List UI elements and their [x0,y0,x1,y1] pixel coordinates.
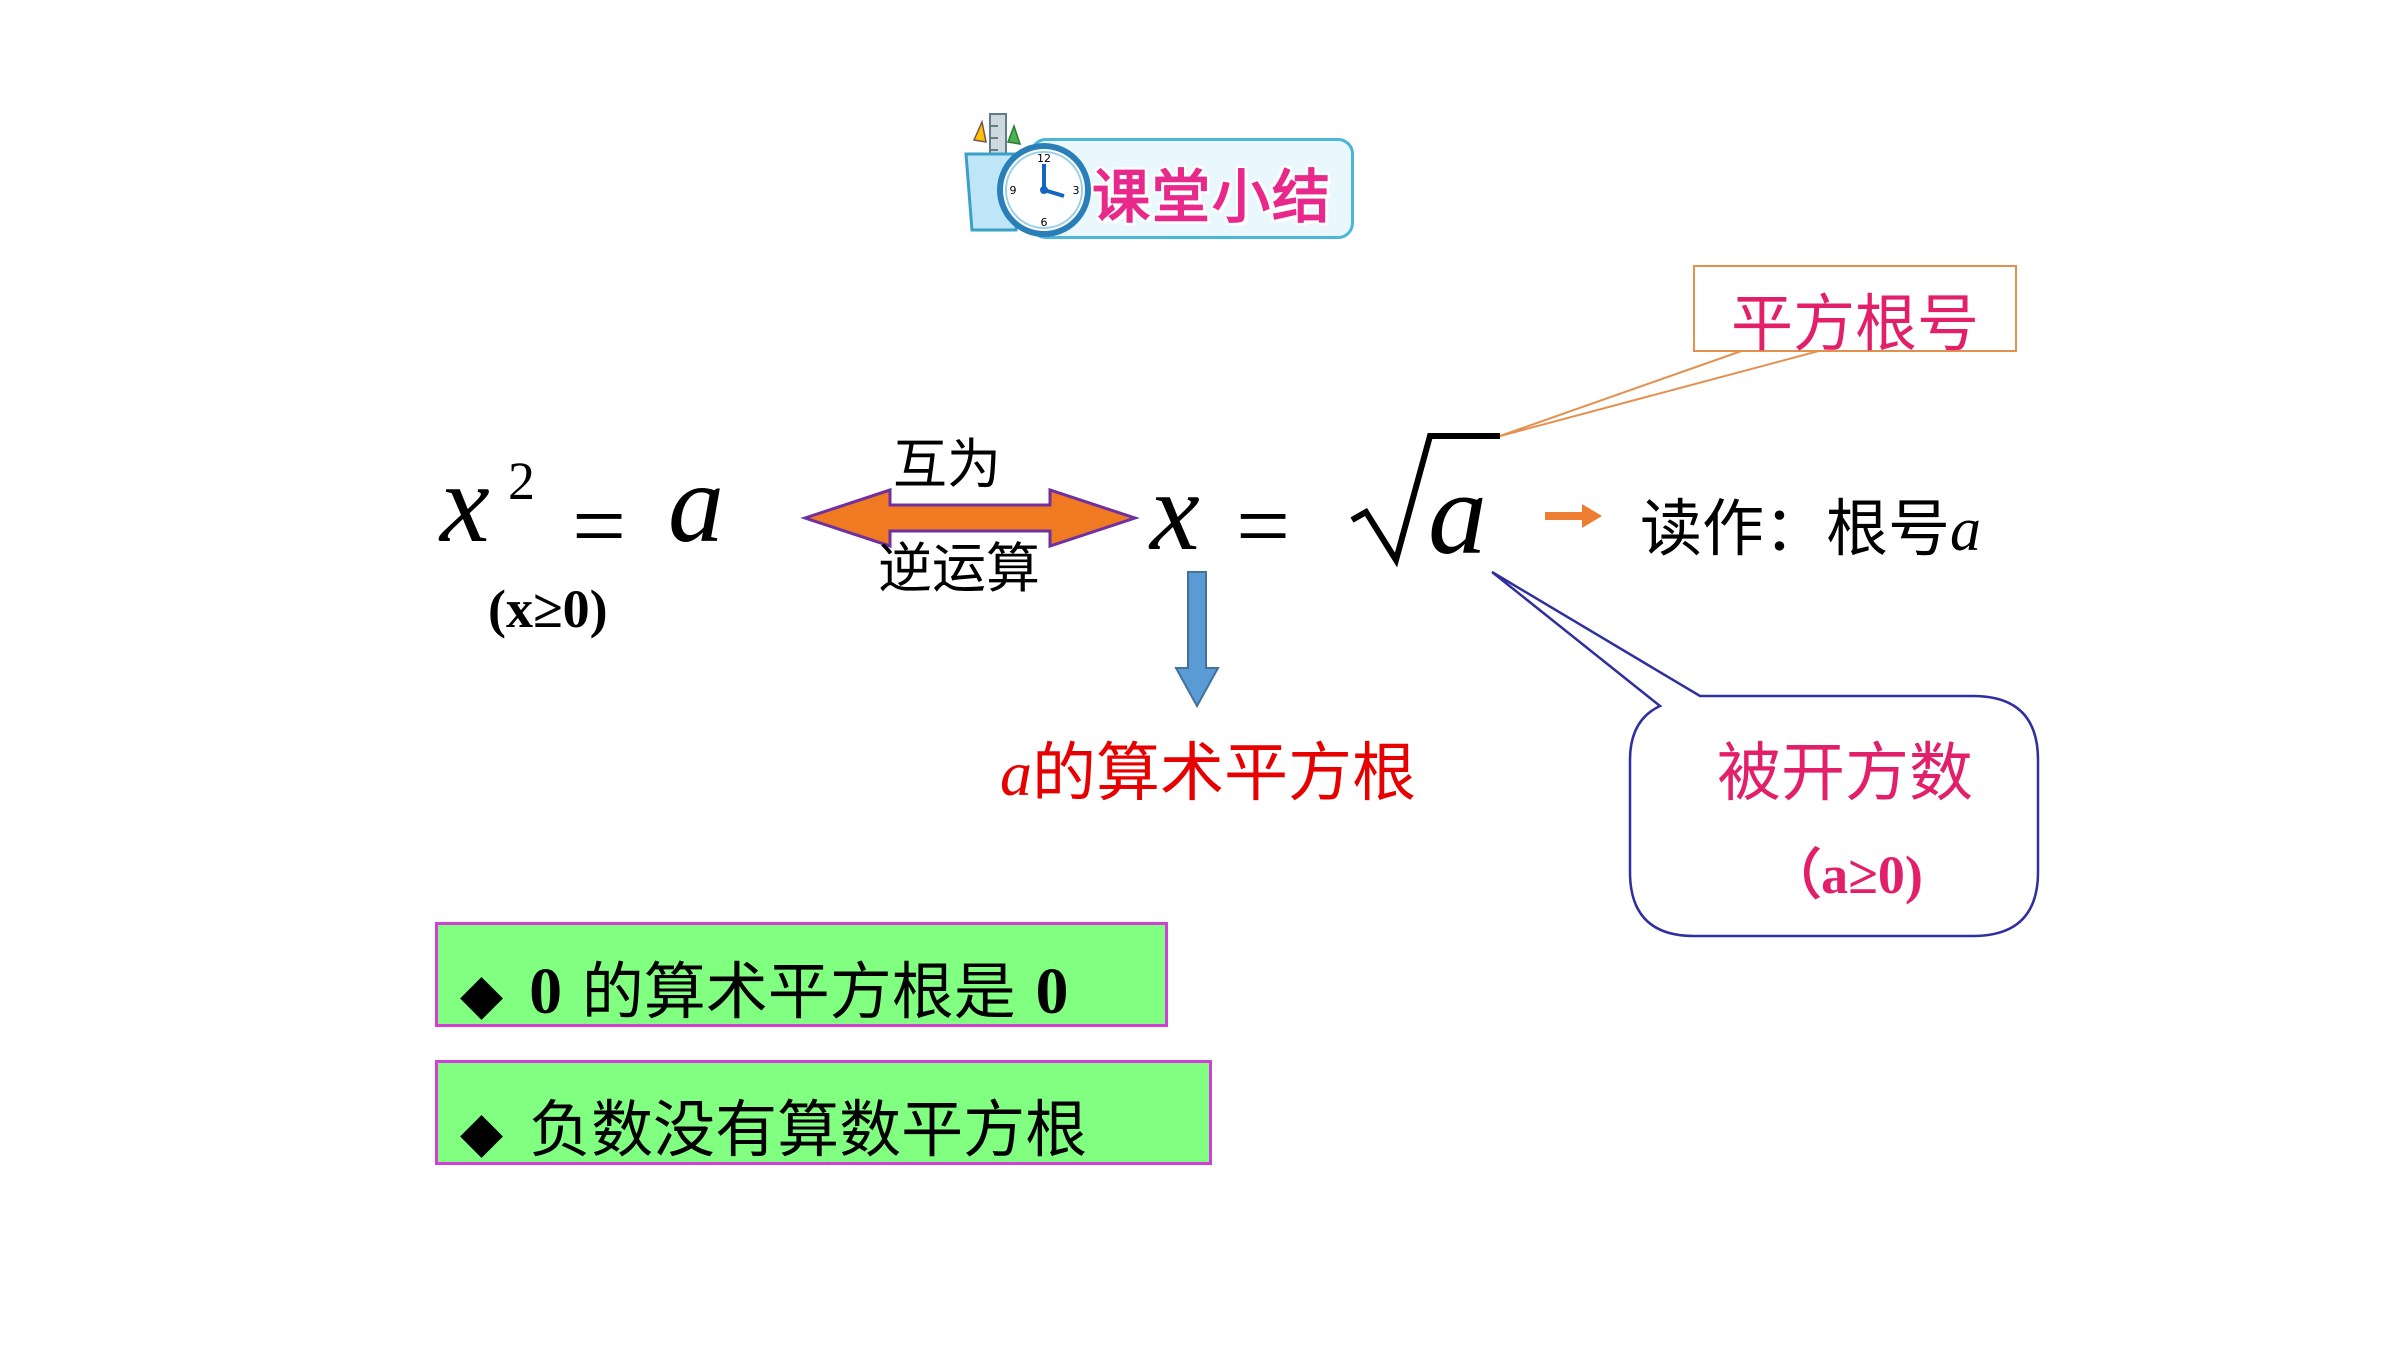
eq1-condition: (x≥0) [488,579,608,639]
relation-top-label: 互为 [893,433,1001,496]
fact-text: 负数没有算数平方根 [529,1093,1088,1166]
relation-bottom-label: 逆运算 [878,537,1040,600]
fact-row: ◆ 负数没有算数平方根 [460,1079,1087,1169]
radical-callout-box: 平方根号 [1693,265,2017,360]
read-as-label: 读作：根号a [1640,478,1981,568]
section-header-badge: 12 3 6 9 课堂小结 [960,112,1400,242]
radical-callout-line [1499,347,1831,437]
eq2-equals: = [1236,472,1291,579]
radical-sign [1350,433,1500,568]
down-arrow [1174,571,1220,709]
svg-text:12: 12 [1037,152,1051,165]
arithmetic-root-label: a的算术平方根 [1000,722,1416,814]
arithmetic-root-var: a [1000,738,1032,809]
diamond-bullet-icon: ◆ [460,1100,504,1165]
svg-text:9: 9 [1010,184,1017,197]
eq2-radicand: a [1428,448,1487,579]
radical-callout-line [1499,347,1751,437]
fact-number: 0 [1035,955,1069,1028]
read-as-prefix: 读作：根号 [1640,492,1951,565]
fact-number: 0 [529,955,563,1028]
clock-pencil-cup-icon: 12 3 6 9 [964,113,1091,237]
read-as-arrow [1545,504,1602,528]
eq1-rhs: a [668,442,724,566]
fact-text: 的算术平方根是 [562,955,1036,1028]
eq1-exponent: 2 [508,451,535,511]
eq1-base: x [440,442,490,566]
read-as-var: a [1950,496,1982,564]
section-title: 课堂小结 [1092,163,1333,231]
fact-box-zero-root: ◆ 0 的算术平方根是 0 [435,922,1168,1028]
fact-box-negative: ◆ 负数没有算数平方根 [435,1060,1212,1166]
eq2-lhs: x [1150,450,1200,574]
radicand-callout [1491,570,2040,938]
arithmetic-root-text: 的算术平方根 [1032,737,1416,811]
svg-text:6: 6 [1041,216,1048,229]
eq1-equals: = [572,472,627,579]
diamond-bullet-icon: ◆ [460,962,504,1027]
fact-row: ◆ 0 的算术平方根是 0 [460,941,1069,1031]
radicand-callout-label: 被开方数 [1717,737,1973,811]
radicand-callout-condition: （a≥0) [1767,845,1923,905]
svg-text:3: 3 [1073,184,1080,197]
radical-callout-label: 平方根号 [1730,287,1979,360]
double-arrow [800,487,1140,549]
